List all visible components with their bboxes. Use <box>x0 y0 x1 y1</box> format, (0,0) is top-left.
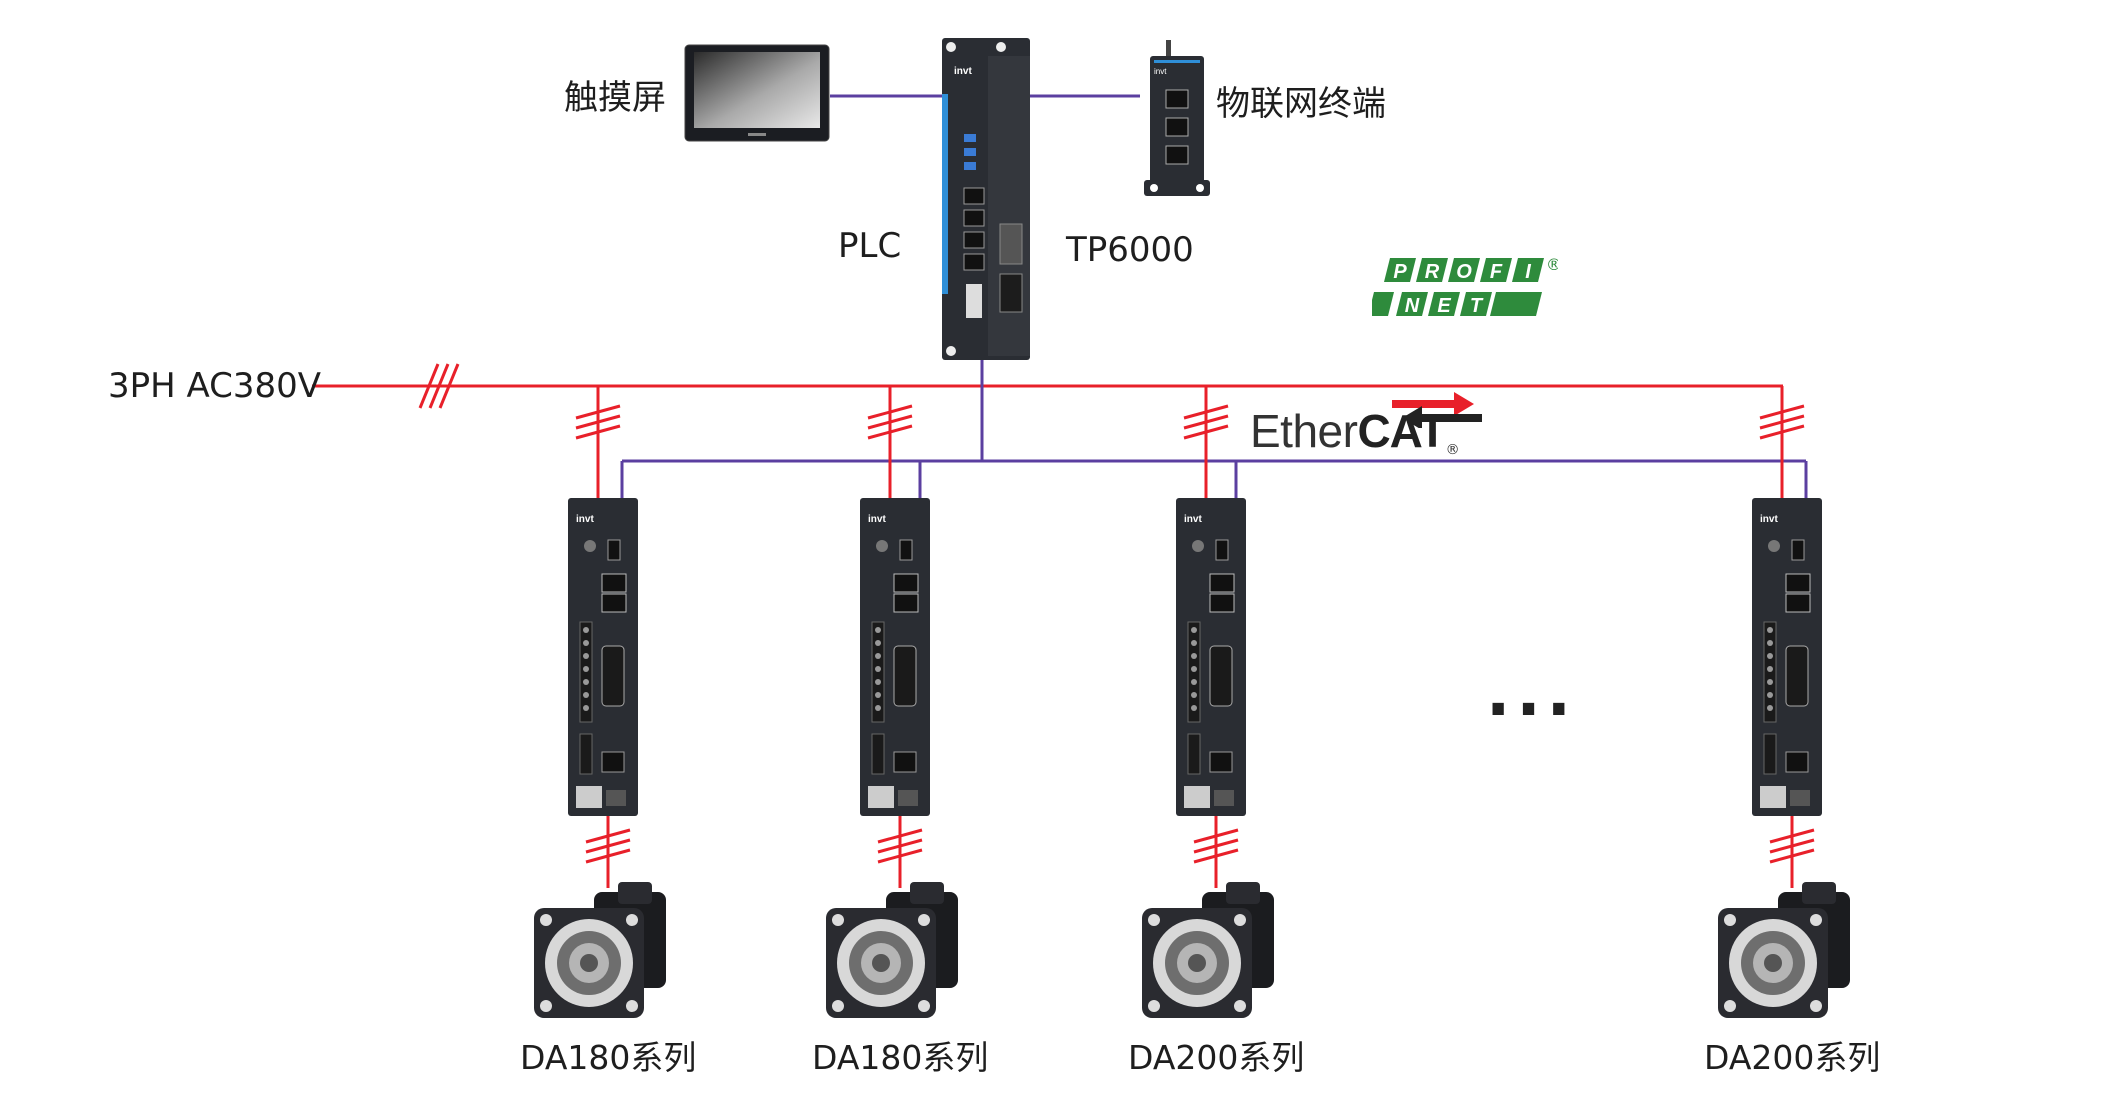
profinet-letter: R <box>1425 261 1440 283</box>
profinet-letter-box: R <box>1416 258 1448 283</box>
servo-drive-3: invt <box>1176 498 1246 816</box>
profinet-letter: O <box>1456 261 1472 283</box>
tp6000-label: TP6000 <box>1066 230 1194 270</box>
drive-2-wiring <box>867 386 923 888</box>
drive-1-wiring <box>575 386 631 888</box>
drive-brand-text: invt <box>1184 514 1202 525</box>
iot-terminal-device: invt <box>1144 40 1210 196</box>
drive-series-label: DA180系列 <box>520 1038 697 1077</box>
profinet-letter-box: F <box>1480 258 1512 283</box>
power-supply-label: 3PH AC380V <box>108 366 322 406</box>
profinet-letter: F <box>1490 261 1503 283</box>
ethercat-text-ether: Ether <box>1250 405 1358 457</box>
drive-4-wiring <box>1759 386 1815 888</box>
svg-text:invt: invt <box>954 66 972 77</box>
drive-series-label: DA200系列 <box>1704 1038 1881 1077</box>
power-bus-phase-marks <box>418 363 460 409</box>
profinet-registered-mark: ® <box>1546 255 1558 274</box>
servo-motor-2 <box>826 882 962 1024</box>
profinet-letter-box: P <box>1384 258 1416 283</box>
profinet-letter: N <box>1405 295 1420 317</box>
drive-series-label: DA200系列 <box>1128 1038 1305 1077</box>
profinet-letter-box: N <box>1396 292 1428 317</box>
svg-text:invt: invt <box>1154 67 1167 76</box>
drive-brand-text: invt <box>576 514 594 525</box>
profinet-letter-box: T <box>1460 292 1492 317</box>
profinet-letter-box: E <box>1428 292 1460 317</box>
more-drives-ellipsis: ... <box>1486 657 1577 731</box>
ethercat-logo: EtherCAT® <box>1250 404 1460 460</box>
ethercat-text-cat: CAT <box>1357 405 1446 457</box>
servo-drive-1: invt <box>568 498 638 816</box>
servo-motor-3 <box>1142 882 1278 1024</box>
ethercat-arrows-icon <box>1392 392 1482 428</box>
profinet-letter: P <box>1393 261 1407 283</box>
profinet-letter-box: I <box>1512 258 1544 283</box>
iot-terminal-label: 物联网终端 <box>1216 84 1386 124</box>
servo-motor-1 <box>534 882 670 1024</box>
profinet-letter: I <box>1525 261 1531 283</box>
profinet-letter-box: O <box>1448 258 1480 283</box>
servo-drive-2: invt <box>860 498 930 816</box>
drive-3-wiring <box>1183 386 1239 888</box>
drive-brand-text: invt <box>868 514 886 525</box>
drive-series-label: DA180系列 <box>812 1038 989 1077</box>
profinet-bar <box>1372 292 1542 316</box>
drive-brand-text: invt <box>1760 514 1778 525</box>
profinet-letter: E <box>1437 295 1451 317</box>
plc-device: invt <box>942 38 1030 360</box>
touchscreen-device <box>684 44 830 142</box>
servo-motor-4 <box>1718 882 1854 1024</box>
ethercat-registered-mark: ® <box>1445 442 1460 458</box>
servo-drive-4: invt <box>1752 498 1822 816</box>
profinet-letter: T <box>1470 295 1484 317</box>
touchscreen-label: 触摸屏 <box>564 78 666 118</box>
plc-label: PLC <box>838 226 902 266</box>
